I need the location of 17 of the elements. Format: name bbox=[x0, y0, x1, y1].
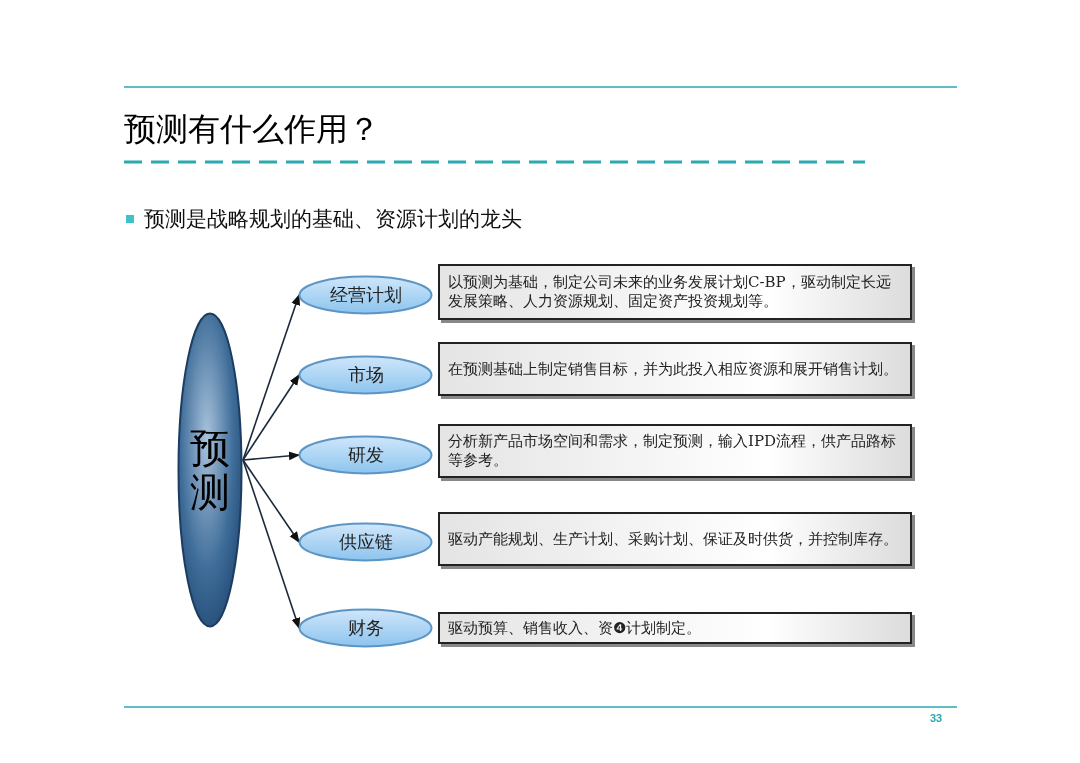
description-box: 驱动产能规划、生产计划、采购计划、保证及时供货，并控制库存。 bbox=[438, 512, 912, 566]
description-box: 驱动预算、销售收入、资❹计划制定。 bbox=[438, 612, 912, 644]
topic-oval: 市场 bbox=[298, 355, 433, 395]
forecast-ellipse: 预测 bbox=[177, 312, 243, 628]
page-number: 33 bbox=[930, 712, 943, 724]
topic-oval: 供应链 bbox=[298, 522, 433, 562]
bullet-text: 预测是战略规划的基础、资源计划的龙头 bbox=[144, 206, 522, 233]
description-box: 以预测为基础，制定公司未来的业务发展计划C-BP，驱动制定长远发展策略、人力资源规划、固定资产投资规划等。 bbox=[438, 264, 912, 320]
description-box: 分析新产品市场空间和需求，制定预测，输入IPD流程，供产品路标等参考。 bbox=[438, 424, 912, 478]
topic-oval: 研发 bbox=[298, 435, 433, 475]
topic-oval: 财务 bbox=[298, 608, 433, 648]
arrow bbox=[242, 459, 300, 543]
arrow bbox=[242, 374, 300, 461]
arrow bbox=[242, 293, 300, 461]
description-box: 在预测基础上制定销售目标，并为此投入相应资源和展开销售计划。 bbox=[438, 342, 912, 396]
slide-title: 预测有什么作用？ bbox=[124, 109, 380, 150]
topic-oval: 经营计划 bbox=[298, 275, 433, 315]
